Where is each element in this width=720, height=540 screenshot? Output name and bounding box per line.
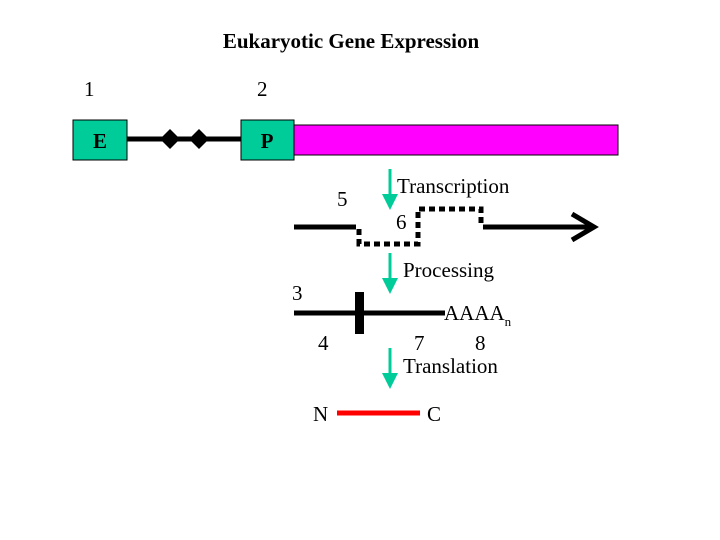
label-3: 3 (292, 281, 303, 305)
cap-marker (355, 292, 364, 334)
pre-mrna-arrowhead (570, 211, 599, 243)
label-2: 2 (257, 77, 268, 101)
translation-arrow-head (382, 373, 398, 389)
processing-arrow-head (382, 278, 398, 294)
label-1: 1 (84, 77, 95, 101)
n-terminus-label: N (313, 402, 328, 426)
diagram-title: Eukaryotic Gene Expression (223, 29, 480, 53)
linker-diamond-2 (189, 129, 209, 149)
label-4: 4 (318, 331, 329, 355)
c-terminus-label: C (427, 402, 441, 426)
linker-diamond-1 (160, 129, 180, 149)
enhancer-label: E (93, 129, 107, 153)
pre-mrna-intron-1 (356, 206, 484, 247)
enhancer-box (72, 119, 128, 161)
transcription-label: Transcription (397, 174, 510, 198)
translation-label: Translation (403, 354, 498, 378)
label-6: 6 (396, 210, 407, 234)
processing-label: Processing (403, 258, 494, 282)
promoter-box (240, 119, 295, 161)
gene-coding-region (293, 124, 619, 156)
promoter-label: P (261, 129, 274, 153)
label-5: 5 (337, 187, 348, 211)
polya-tail-label: AAAAn (444, 301, 512, 329)
label-7: 7 (414, 331, 425, 355)
transcription-arrow-head (382, 194, 398, 210)
label-8: 8 (475, 331, 486, 355)
